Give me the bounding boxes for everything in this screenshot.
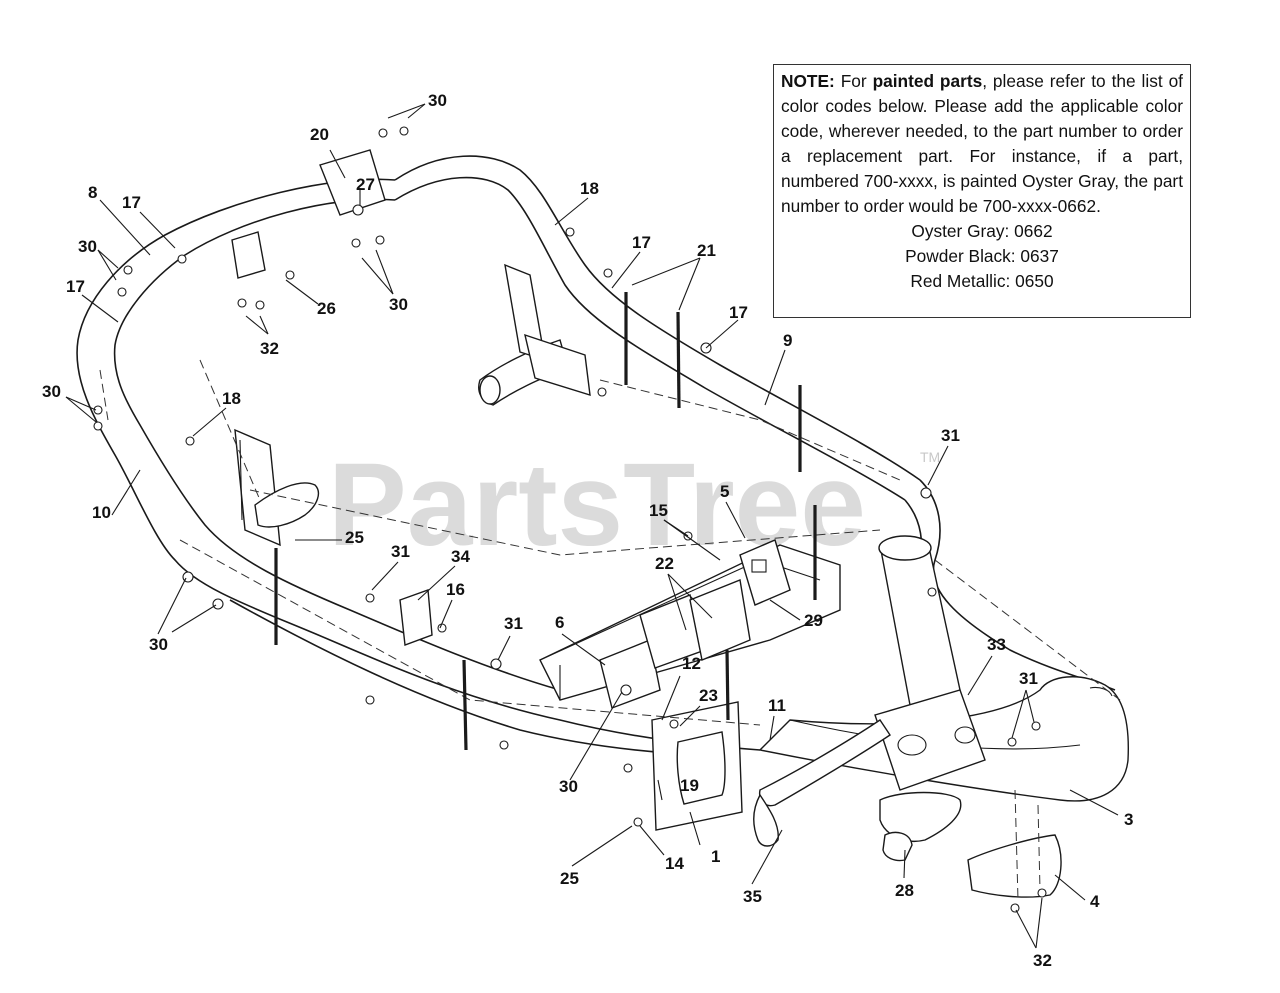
callout-31: 31	[1019, 669, 1038, 688]
leader-lines	[65, 103, 1119, 949]
callout-15: 15	[649, 501, 668, 520]
callout-10: 10	[92, 503, 111, 522]
callout-17: 17	[632, 233, 651, 252]
callout-18: 18	[222, 389, 241, 408]
hardware-dots	[93, 126, 1047, 913]
callout-12: 12	[682, 654, 701, 673]
callout-6: 6	[555, 613, 564, 632]
callout-30: 30	[78, 237, 97, 256]
callout-27: 27	[356, 175, 375, 194]
callout-5: 5	[720, 482, 729, 501]
callout-34: 34	[451, 547, 470, 566]
callout-31: 31	[391, 542, 410, 561]
callout-20: 20	[310, 125, 329, 144]
callout-23: 23	[699, 686, 718, 705]
callout-30: 30	[428, 91, 447, 110]
callout-17: 17	[122, 193, 141, 212]
callout-32: 32	[260, 339, 279, 358]
callout-3: 3	[1124, 810, 1133, 829]
callout-17: 17	[729, 303, 748, 322]
callout-19: 19	[680, 776, 699, 795]
frame-rail-drawing	[76, 126, 1130, 913]
note-pre: For	[840, 71, 867, 91]
callout-33: 33	[987, 635, 1006, 654]
callout-22: 22	[655, 554, 674, 573]
painted-parts-note: NOTE: For painted parts, please refer to…	[773, 64, 1191, 318]
note-label: NOTE:	[781, 71, 835, 91]
note-bold-term: painted parts	[872, 71, 983, 91]
callout-30: 30	[42, 382, 61, 401]
note-paragraph: NOTE: For painted parts, please refer to…	[781, 69, 1183, 219]
color-code-powder-black: Powder Black: 0637	[905, 246, 1059, 266]
color-code-red-metallic: Red Metallic: 0650	[910, 271, 1054, 291]
color-code-oyster-gray: Oyster Gray: 0662	[911, 221, 1053, 241]
callout-25: 25	[560, 869, 579, 888]
callout-30: 30	[389, 295, 408, 314]
callout-30: 30	[149, 635, 168, 654]
callout-8: 8	[88, 183, 97, 202]
callout-25: 25	[345, 528, 364, 547]
callout-26: 26	[317, 299, 336, 318]
callout-14: 14	[665, 854, 684, 873]
callout-30: 30	[559, 777, 578, 796]
callout-32: 32	[1033, 951, 1052, 970]
callout-21: 21	[697, 241, 716, 260]
callout-1: 1	[711, 847, 720, 866]
callout-31: 31	[504, 614, 523, 633]
callout-9: 9	[783, 331, 792, 350]
callout-17: 17	[66, 277, 85, 296]
callout-11: 11	[768, 696, 786, 715]
callout-16: 16	[446, 580, 465, 599]
callout-35: 35	[743, 887, 762, 906]
watermark-trademark: TM	[920, 449, 940, 465]
callout-31: 31	[941, 426, 960, 445]
callout-4: 4	[1090, 892, 1100, 911]
callout-28: 28	[895, 881, 914, 900]
callout-29: 29	[804, 611, 823, 630]
note-body: , please refer to the list of color code…	[781, 71, 1183, 216]
callout-18: 18	[580, 179, 599, 198]
